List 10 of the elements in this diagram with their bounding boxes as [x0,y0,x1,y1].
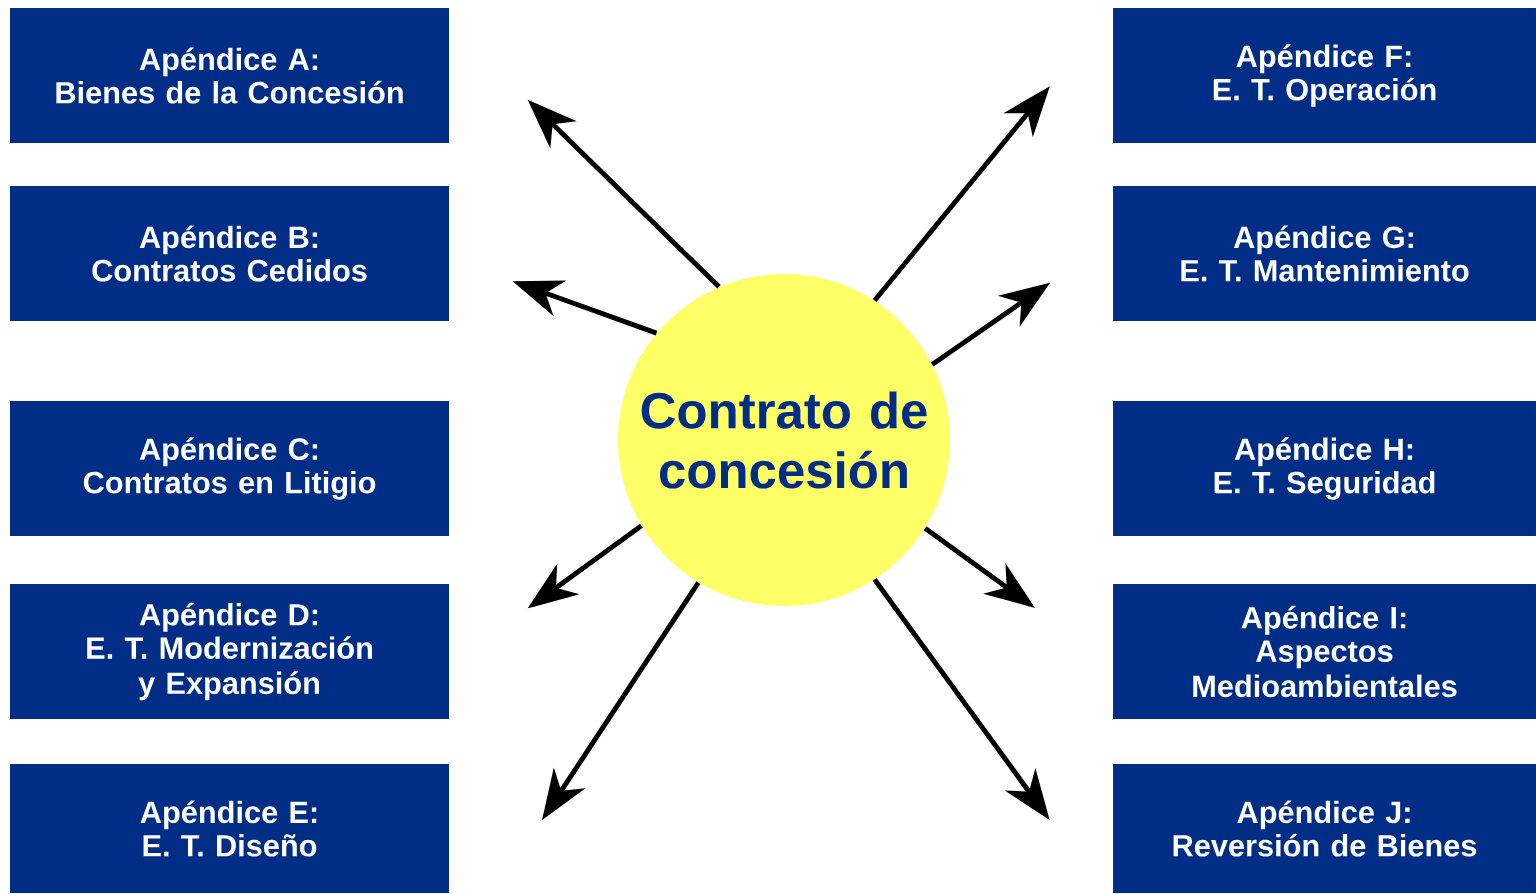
appendix-box: Apéndice F: E. T. Operación [1113,8,1536,143]
appendix-box: Apéndice D: E. T. Modernización y Expansión [10,584,449,719]
appendix-box: Apéndice E: E. T. Diseño [10,764,449,893]
appendix-box: Apéndice A: Bienes de la Concesión [10,8,449,143]
appendix-box: Apéndice B: Contratos Cedidos [10,186,449,321]
appendix-box: Apéndice G: E. T. Mantenimiento [1113,186,1536,321]
appendix-box: Apéndice J: Reversión de Bienes [1113,764,1536,893]
appendix-box: Apéndice H: E. T. Seguridad [1113,401,1536,536]
appendix-box: Apéndice C: Contratos en Litigio [10,401,449,536]
appendix-box: Apéndice I: Aspectos Medioambientales [1113,584,1536,719]
